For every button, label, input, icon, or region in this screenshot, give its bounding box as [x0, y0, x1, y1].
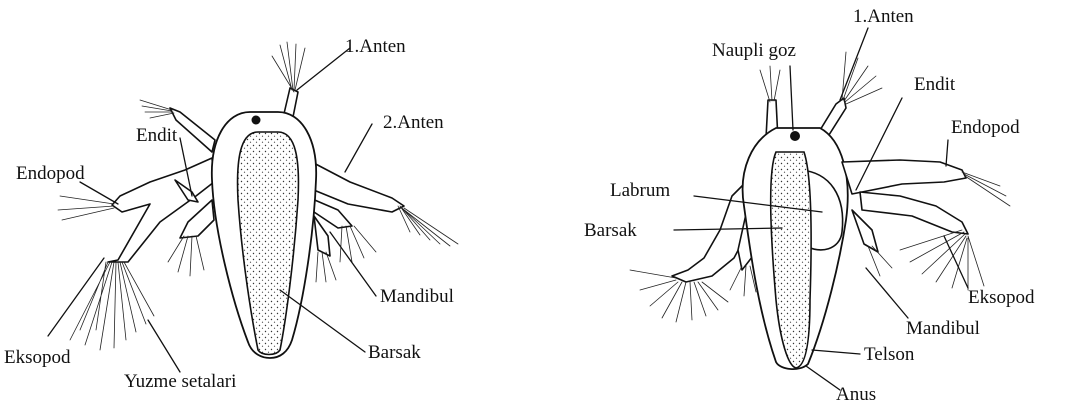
right-larva: Naupli goz 1.Anten Endit Endopod Labrum … — [584, 6, 1035, 405]
left-antenna1 — [272, 42, 305, 122]
left-larva: 1.Anten 2.Anten Endit Endopod Mandibul B… — [4, 36, 458, 392]
right-eye — [790, 131, 800, 141]
left-label-swimming-setae: Yuzme setalari — [124, 371, 236, 392]
right-label-telson: Telson — [864, 344, 915, 365]
right-label-antenna1: 1.Anten — [853, 6, 914, 27]
left-antenna2 — [304, 160, 458, 246]
right-label-labrum: Labrum — [610, 180, 670, 201]
right-label-gut: Barsak — [584, 220, 637, 241]
left-label-endite: Endit — [136, 125, 178, 146]
right-label-mandible: Mandibul — [906, 318, 980, 339]
left-eye — [252, 116, 261, 125]
left-label-exopod: Eksopod — [4, 347, 71, 368]
left-label-endopod: Endopod — [16, 163, 85, 184]
right-label-exopod: Eksopod — [968, 287, 1035, 308]
right-antenna2 — [842, 160, 1010, 290]
left-label-mandible: Mandibul — [380, 286, 454, 307]
left-label-gut: Barsak — [368, 342, 421, 363]
left-label-antenna2: 2.Anten — [383, 112, 444, 133]
right-label-nauplius-eye: Naupli goz — [712, 40, 796, 61]
right-label-anus: Anus — [836, 384, 876, 405]
right-label-endopod: Endopod — [951, 117, 1020, 138]
right-label-endite: Endit — [914, 74, 956, 95]
left-right-limbs — [310, 198, 376, 282]
left-label-antenna1: 1.Anten — [345, 36, 406, 57]
